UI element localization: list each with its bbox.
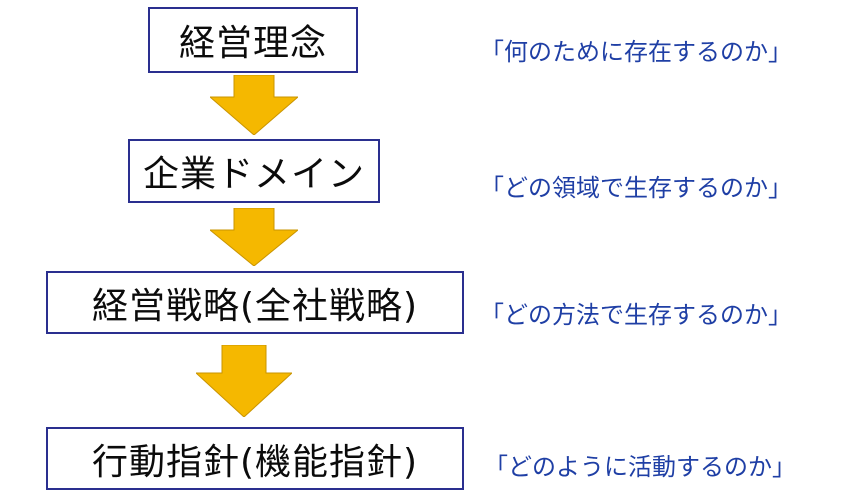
- step-title: 企業ドメイン: [142, 154, 365, 195]
- step-box-action-guidelines: 行動指針(機能指針): [46, 427, 464, 490]
- down-arrow-icon: [210, 208, 298, 266]
- step-box-corporate-domain: 企業ドメイン: [128, 139, 380, 203]
- step-question: 「どのように活動するのか」: [484, 453, 796, 481]
- down-arrow-icon: [210, 75, 298, 135]
- step-title: 行動指針(機能指針): [91, 441, 419, 483]
- step-title: 経営理念: [178, 23, 327, 64]
- step-question: 「どの方法で生存するのか」: [480, 301, 792, 329]
- step-question: 「どの領域で生存するのか」: [480, 174, 792, 202]
- step-box-management-philosophy: 経営理念: [148, 7, 358, 73]
- step-title: 経営戦略(全社戦略): [91, 285, 419, 327]
- step-box-management-strategy: 経営戦略(全社戦略): [46, 271, 464, 334]
- step-question: 「何のために存在するのか」: [480, 38, 792, 66]
- down-arrow-icon: [196, 345, 292, 417]
